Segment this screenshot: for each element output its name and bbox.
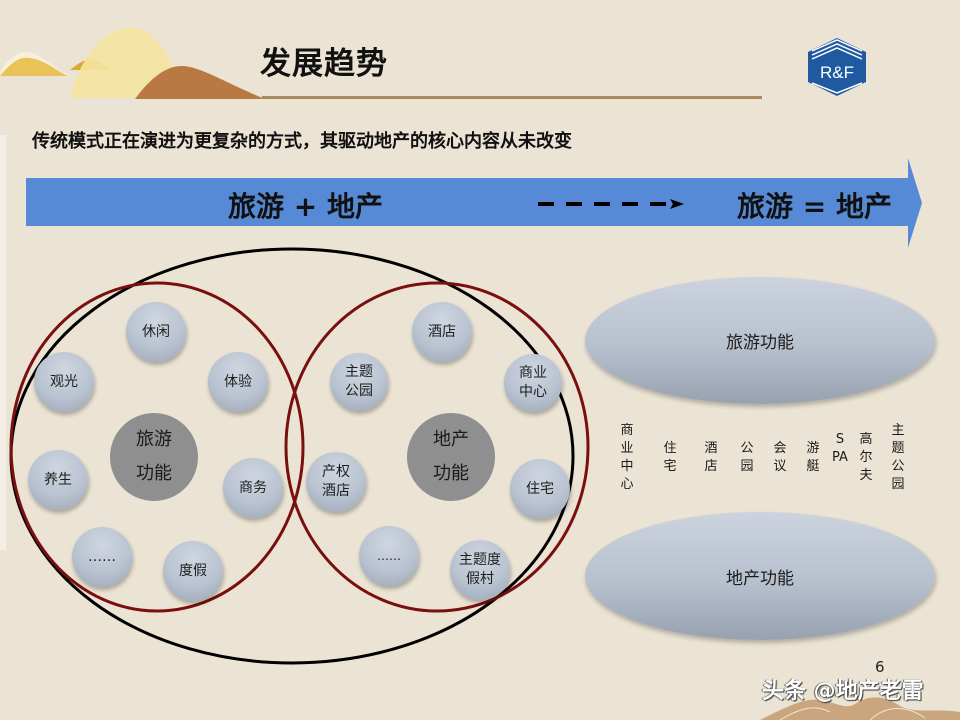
left-edge-strip — [0, 135, 6, 550]
column-hotel: 酒店 — [704, 441, 718, 474]
column-commercial-center: 商业中心 — [620, 423, 634, 492]
rf-logo-icon: R&F — [808, 38, 866, 96]
column-spa: SPA — [832, 432, 848, 465]
title-divider — [262, 96, 762, 99]
realestate-core-line1: 地产 — [433, 429, 469, 450]
realestate-core-line2: 功能 — [433, 463, 469, 484]
realestate-item-theme-resort: 主题度假村 — [450, 540, 510, 600]
column-theme-park: 主题公园 — [891, 423, 905, 492]
realestate-core: 地产 功能 — [407, 413, 495, 501]
realestate-item-residential: 住宅 — [510, 459, 570, 519]
arrow-right-label: 旅游 = 地产 — [737, 190, 892, 223]
page-number: 6 — [875, 658, 885, 676]
subtitle: 传统模式正在演进为更复杂的方式，其驱动地产的核心内容从未改变 — [32, 131, 572, 152]
tourism-item-leisure: 休闲 — [126, 302, 186, 362]
tourism-item-more: …… — [72, 527, 132, 587]
tourism-core: 旅游 功能 — [110, 413, 198, 501]
realestate-item-theme-park: 主题公园 — [330, 353, 388, 411]
watermark: 头条 @地产老雷 — [762, 679, 924, 704]
realestate-function-ellipse: 地产功能 — [585, 512, 935, 640]
column-golf: 高尔夫 — [859, 432, 873, 483]
arrow-left-label: 旅游 + 地产 — [228, 190, 383, 223]
column-yacht: 游艇 — [806, 441, 820, 474]
realestate-item-hotel: 酒店 — [412, 302, 472, 362]
footer-mountain-icon — [760, 697, 960, 720]
tourism-item-business: 商务 — [223, 458, 283, 518]
column-residential: 住宅 — [663, 441, 677, 474]
tourism-function-ellipse: 旅游功能 — [585, 277, 935, 404]
logo-text: R&F — [820, 63, 854, 82]
dashed-arrow-icon — [538, 199, 684, 209]
tourism-core-line2: 功能 — [136, 463, 172, 484]
venn-rings — [9, 247, 590, 665]
page-title: 发展趋势 — [260, 46, 388, 82]
tourism-item-vacation: 度假 — [163, 541, 223, 601]
mountain-decoration-icon — [0, 27, 265, 99]
realestate-item-condo-hotel: 产权酒店 — [306, 452, 366, 512]
tourism-item-experience: 体验 — [208, 352, 268, 412]
realestate-item-commercial-center: 商业中心 — [504, 354, 562, 412]
tourism-item-wellness: 养生 — [28, 450, 88, 510]
realestate-item-more: …… — [359, 526, 419, 586]
column-conference: 会议 — [773, 441, 787, 474]
column-park: 公园 — [740, 441, 754, 474]
tourism-item-sightseeing: 观光 — [34, 352, 94, 412]
progression-arrow — [26, 158, 922, 248]
tourism-core-line1: 旅游 — [136, 429, 172, 450]
